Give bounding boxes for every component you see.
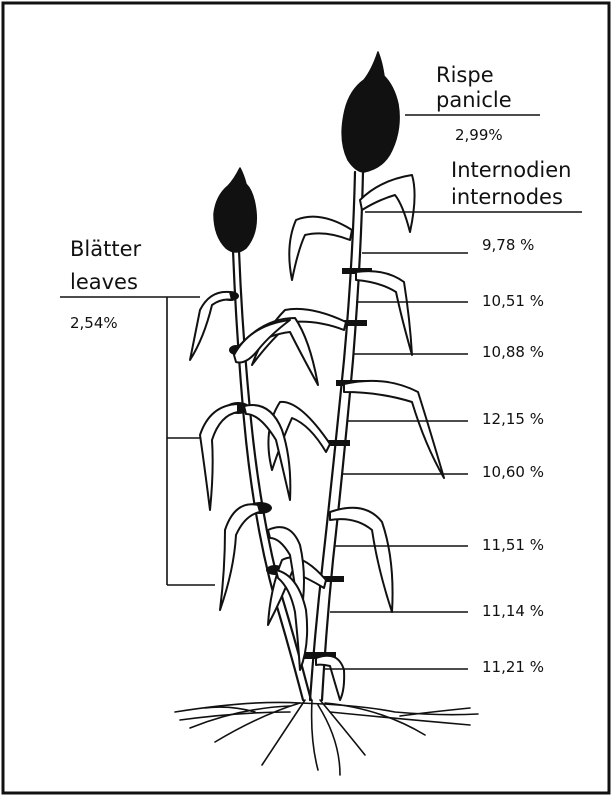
internode-value-1: 9,78 %	[482, 236, 534, 254]
plant-illustration	[175, 52, 478, 775]
internodes-label-en: internodes	[451, 185, 563, 209]
leaves-label-en: leaves	[70, 270, 138, 294]
internode-value-5: 10,60 %	[482, 463, 544, 481]
panicle-label-de: Rispe	[436, 63, 494, 87]
leaves-label-de: Blätter	[70, 237, 141, 261]
internode-value-2: 10,51 %	[482, 292, 544, 310]
internode-value-3: 10,88 %	[482, 343, 544, 361]
internode-value-4: 12,15 %	[482, 410, 544, 428]
roots	[175, 700, 478, 775]
right-panicle	[342, 52, 399, 172]
panicle-value: 2,99%	[455, 126, 503, 144]
internode-value-6: 11,51 %	[482, 536, 544, 554]
left-plant-leaves	[190, 292, 318, 670]
internode-value-8: 11,21 %	[482, 658, 544, 676]
internode-value-7: 11,14 %	[482, 602, 544, 620]
panicle-label-en: panicle	[436, 88, 512, 112]
left-panicle	[214, 168, 256, 252]
internodes-label-de: Internodien	[451, 158, 571, 182]
leaves-value: 2,54%	[70, 314, 118, 332]
